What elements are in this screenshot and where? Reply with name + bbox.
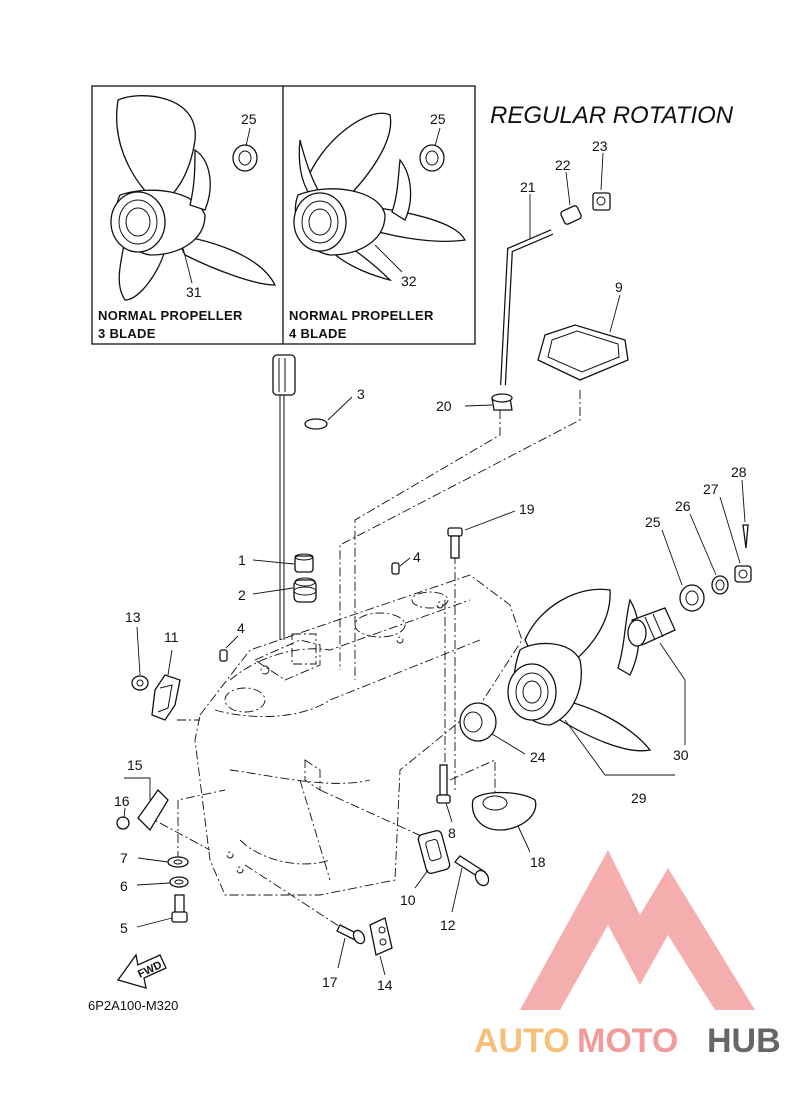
fwd-arrow-icon — [116, 953, 167, 989]
collar-22 — [560, 205, 582, 225]
callout-12: 12 — [440, 917, 456, 933]
callout-25-right: 25 — [430, 111, 446, 127]
watermark-logo — [520, 850, 755, 1010]
callout-13: 13 — [125, 609, 141, 625]
bolt-5 — [171, 894, 188, 923]
lower-unit-housing — [194, 574, 523, 896]
callout-29: 29 — [631, 790, 647, 806]
dowel-pin-4-front — [219, 649, 228, 662]
washer-6 — [169, 876, 189, 888]
callout-10: 10 — [400, 892, 416, 908]
leader-7-to-housing — [177, 789, 226, 860]
leader-10-to-housing — [319, 789, 431, 841]
leader-17-to-housing — [244, 864, 346, 931]
spacer-25-main — [679, 584, 705, 612]
anode-18 — [471, 791, 537, 831]
bolt-19 — [447, 527, 463, 559]
fwd-label: FWD — [136, 959, 164, 980]
screw-12 — [454, 855, 490, 887]
grommet-2 — [293, 577, 317, 603]
bracket-15 — [137, 788, 169, 832]
spline-washer-25-left — [232, 144, 258, 172]
grommet-20 — [491, 393, 513, 411]
cover-10 — [417, 830, 451, 874]
callout-2: 2 — [238, 587, 246, 603]
callout-14: 14 — [377, 977, 393, 993]
water-tube-3 — [294, 418, 328, 546]
callout-15: 15 — [127, 757, 143, 773]
nut-27 — [734, 565, 752, 583]
watermark-text-auto: AUTO — [474, 1022, 570, 1060]
screw-17 — [336, 924, 366, 945]
watermark-text-hub: HUB — [707, 1022, 781, 1060]
callout-30: 30 — [673, 747, 689, 763]
propeller-4-blade-label-line2: 4 BLADE — [289, 326, 347, 341]
callout-20: 20 — [436, 398, 452, 414]
washer-26 — [711, 575, 729, 595]
callout-23: 23 — [592, 138, 608, 154]
callout-21: 21 — [520, 179, 536, 195]
bracket-11 — [151, 674, 181, 721]
leader-20-to-housing — [354, 410, 501, 680]
callout-26: 26 — [675, 498, 691, 514]
diagram-code: 6P2A100-M320 — [88, 998, 178, 1013]
dowel-pin-4-rear — [391, 562, 400, 575]
leader-9-to-housing — [339, 390, 581, 670]
callout-17: 17 — [322, 974, 338, 990]
seal-24 — [459, 702, 497, 742]
callout-25-left: 25 — [241, 111, 257, 127]
propeller-main-drawing — [507, 588, 652, 752]
callout-32: 32 — [401, 273, 417, 289]
nut-16 — [116, 816, 130, 830]
callout-8: 8 — [448, 825, 456, 841]
callout-18: 18 — [530, 854, 546, 870]
callout-25-main: 25 — [645, 514, 661, 530]
callout-3: 3 — [357, 386, 365, 402]
callout-31: 31 — [186, 284, 202, 300]
callout-5: 5 — [120, 920, 128, 936]
water-tube-21 — [500, 229, 554, 386]
collar-1 — [294, 553, 314, 573]
callout-9: 9 — [615, 279, 623, 295]
callout-28: 28 — [731, 464, 747, 480]
callout-22: 22 — [555, 157, 571, 173]
callout-4-rear: 4 — [413, 549, 421, 565]
callout-24: 24 — [530, 749, 546, 765]
callout-11: 11 — [164, 629, 179, 645]
leader-18-to-housing — [449, 759, 496, 800]
nut-13 — [131, 675, 149, 691]
callout-19: 19 — [519, 501, 535, 517]
gasket-9 — [537, 324, 629, 381]
drive-shaft — [272, 354, 296, 640]
spline-washer-25-right — [419, 144, 445, 172]
propeller-4-blade-drawing — [293, 112, 466, 282]
callout-4-front: 4 — [237, 620, 245, 636]
cotter-pin-28 — [742, 524, 749, 549]
callout-27: 27 — [703, 481, 719, 497]
watermark-text-moto: MOTO — [577, 1022, 678, 1060]
washer-7 — [167, 856, 189, 868]
callout-7: 7 — [120, 850, 128, 866]
propeller-3-blade-drawing — [110, 95, 277, 301]
callout-1: 1 — [238, 552, 246, 568]
plate-14 — [369, 917, 393, 956]
rotation-title: REGULAR ROTATION — [490, 102, 734, 129]
callout-6: 6 — [120, 878, 128, 894]
bolt-8 — [436, 764, 451, 804]
holder-23 — [592, 192, 611, 211]
propeller-3-blade-label-line1: NORMAL PROPELLER — [98, 308, 243, 323]
propeller-options-box: 25 31 NORMAL PROPELLER 3 BLADE 25 32 NOR… — [91, 85, 476, 345]
propeller-3-blade-label-line2: 3 BLADE — [98, 326, 156, 341]
callout-16: 16 — [114, 793, 130, 809]
spline-washer-30 — [627, 607, 676, 647]
propeller-4-blade-label-line1: NORMAL PROPELLER — [289, 308, 434, 323]
